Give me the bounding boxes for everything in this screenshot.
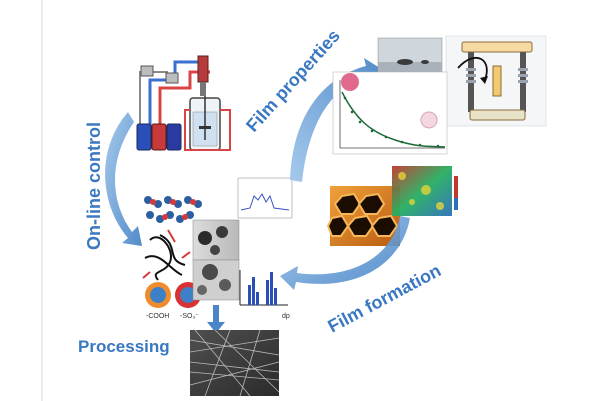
afm-image xyxy=(326,186,400,246)
label-film-properties: Film properties xyxy=(242,26,344,136)
spectrum-plot xyxy=(237,177,293,219)
afm-phase-map xyxy=(392,166,458,216)
tem-image-bottom xyxy=(192,259,240,301)
tensile-tester xyxy=(445,35,547,127)
so3-label: -SO₃⁻ xyxy=(180,313,199,320)
label-online-control: On-line control xyxy=(84,122,104,250)
size-histogram xyxy=(239,270,288,306)
reactor-setup xyxy=(136,55,231,151)
tem-image-top xyxy=(192,219,240,261)
histogram-axis-label: dp xyxy=(282,313,290,320)
processing-arrow xyxy=(207,305,225,333)
sem-fiber-image xyxy=(189,329,280,397)
cooh-label: -COOH xyxy=(146,313,169,320)
cycle-arrow-left xyxy=(105,112,142,246)
properties-plot xyxy=(332,71,448,155)
cycle-arrow-bottom xyxy=(280,216,410,290)
label-processing: Processing xyxy=(78,337,170,356)
crosslinked-network xyxy=(142,229,191,281)
polymer-chains xyxy=(144,196,202,223)
particle-cooh xyxy=(145,282,171,308)
